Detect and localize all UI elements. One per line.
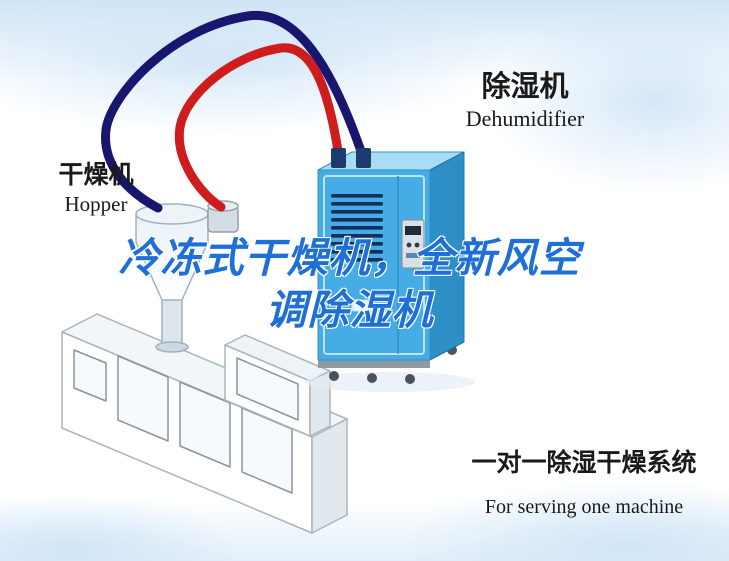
pipe-dark-blue <box>101 10 368 213</box>
gearbox-panel <box>236 357 299 421</box>
control-switch <box>406 253 420 258</box>
pipe-red <box>174 43 344 212</box>
machine-end-face <box>311 418 348 534</box>
system-caption-en: For serving one machine <box>484 496 684 518</box>
dehumidifier-label-cn: 除湿机 <box>481 71 569 103</box>
dehumidifier-illustration <box>305 151 475 392</box>
machine-panel-2 <box>179 381 231 468</box>
hopper-label: 干燥机 Hopper <box>40 160 152 218</box>
connection-pipes <box>101 10 368 213</box>
headline-title: 冷冻式干燥机，全新风空 调除湿机 <box>0 232 699 336</box>
machine-panel-1 <box>117 355 169 442</box>
dehumidifier-shadow <box>305 372 475 392</box>
system-caption: 一对一除湿干燥系统 For serving one machine <box>462 448 706 520</box>
machine-door-panel <box>73 349 107 402</box>
cabinet-base <box>318 358 430 368</box>
hopper-label-cn: 干燥机 <box>58 161 134 189</box>
control-panel <box>401 219 425 269</box>
headline-line-1: 冷冻式干燥机，全新风空 <box>118 235 581 281</box>
dehumidifier-label: 除湿机 Dehumidifier <box>444 70 606 134</box>
system-caption-cn: 一对一除湿干燥系统 <box>471 449 697 477</box>
hopper-label-en: Hopper <box>64 192 128 216</box>
extruder-machine-illustration <box>61 313 348 534</box>
cabinet-sticker <box>351 299 373 312</box>
dehumidifier-label-en: Dehumidifier <box>465 106 585 131</box>
control-button <box>414 242 420 248</box>
hopper-base-flange <box>155 341 189 353</box>
control-button <box>406 242 412 248</box>
control-display <box>405 226 421 235</box>
vent-grille <box>331 194 383 262</box>
pipe-fittings <box>331 148 371 168</box>
hopper-dryer-illustration <box>135 200 239 353</box>
headline-line-2: 调除湿机 <box>265 287 434 333</box>
